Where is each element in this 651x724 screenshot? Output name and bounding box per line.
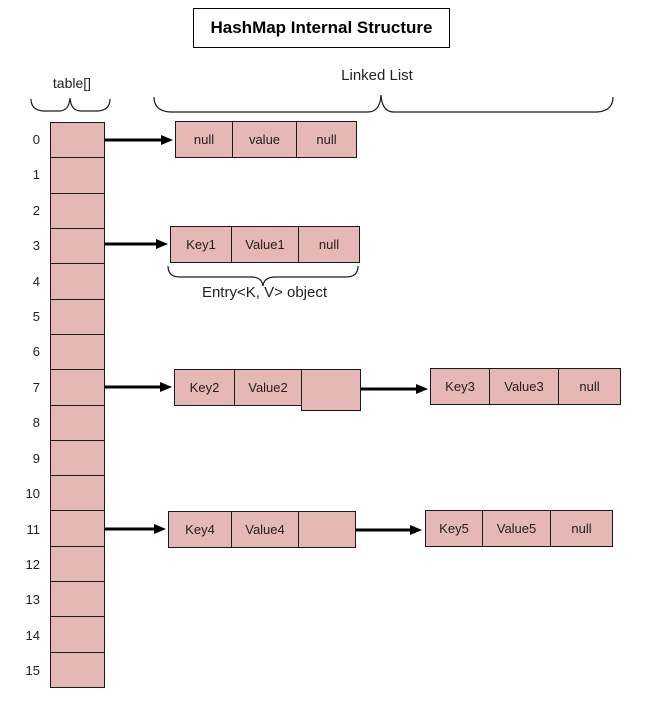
- entry-key-cell: Key1: [170, 226, 232, 263]
- bucket-cell-1: [50, 157, 105, 194]
- entry-next-cell: null: [296, 121, 357, 158]
- bucket-cell-13: [50, 581, 105, 618]
- entry-node-bucket7-first: Key2 Value2: [174, 369, 361, 411]
- bucket-cell-2: [50, 192, 105, 229]
- entry-key-cell: null: [175, 121, 233, 158]
- bucket-cell-7: [50, 369, 105, 406]
- entry-key-cell: Key5: [425, 510, 483, 547]
- bucket-cell-8: [50, 404, 105, 441]
- entry-key-cell: Key2: [174, 369, 235, 406]
- index-label-8: 8: [32, 415, 40, 430]
- bucket-cell-5: [50, 298, 105, 335]
- entry-next-cell: null: [298, 226, 360, 263]
- index-label-13: 13: [25, 592, 40, 607]
- index-label-7: 7: [32, 380, 40, 395]
- bucket-cell-3: [50, 227, 105, 265]
- entry-object-label: Entry<K, V> object: [201, 284, 328, 301]
- entry-value-cell: value: [232, 121, 297, 158]
- entry-value-cell: Value2: [234, 369, 302, 406]
- index-label-9: 9: [32, 451, 40, 466]
- bucket-array: [50, 122, 105, 688]
- entry-node-bucket0: null value null: [175, 121, 357, 158]
- entry-next-cell: null: [558, 368, 621, 405]
- bucket-cell-0: [50, 122, 105, 159]
- bucket-cell-10: [50, 475, 105, 512]
- bucket-cell-9: [50, 439, 105, 477]
- index-label-14: 14: [25, 628, 40, 643]
- index-label-10: 10: [25, 486, 40, 501]
- entry-key-cell: Key3: [430, 368, 490, 405]
- entry-value-cell: Value4: [231, 511, 299, 548]
- entry-next-cell: [301, 369, 361, 411]
- entry-value-cell: Value3: [489, 368, 559, 405]
- linked-list-brace-icon: [153, 94, 614, 113]
- entry-object-brace-icon: [167, 265, 359, 287]
- diagram-title: HashMap Internal Structure: [210, 18, 433, 37]
- bucket-cell-6: [50, 333, 105, 371]
- table-brace-icon: [30, 97, 111, 112]
- entry-next-cell: [298, 511, 356, 548]
- table-array-label: table[]: [52, 75, 92, 91]
- entry-node-bucket7-second: Key3 Value3 null: [430, 368, 621, 405]
- index-label-6: 6: [32, 344, 40, 359]
- entry-node-bucket3: Key1 Value1 null: [170, 226, 360, 263]
- entry-value-cell: Value5: [482, 510, 551, 547]
- index-label-4: 4: [32, 274, 40, 289]
- index-label-15: 15: [25, 663, 40, 678]
- index-label-3: 3: [32, 238, 40, 253]
- entry-key-cell: Key4: [168, 511, 232, 548]
- bucket-cell-12: [50, 545, 105, 583]
- index-label-11: 11: [26, 522, 41, 537]
- linked-list-label: Linked List: [341, 67, 413, 84]
- entry-node-bucket11-first: Key4 Value4: [168, 511, 356, 548]
- bucket-cell-14: [50, 616, 105, 653]
- bucket-cell-15: [50, 651, 105, 688]
- index-label-2: 2: [32, 203, 40, 218]
- bucket-cell-11: [50, 510, 105, 547]
- title-box: HashMap Internal Structure: [193, 8, 450, 48]
- index-label-5: 5: [32, 309, 40, 324]
- entry-next-cell: null: [550, 510, 613, 547]
- entry-value-cell: Value1: [231, 226, 299, 263]
- index-label-12: 12: [25, 557, 40, 572]
- bucket-cell-4: [50, 263, 105, 300]
- index-label-1: 1: [32, 167, 40, 182]
- entry-node-bucket11-second: Key5 Value5 null: [425, 510, 613, 547]
- index-label-0: 0: [32, 132, 40, 147]
